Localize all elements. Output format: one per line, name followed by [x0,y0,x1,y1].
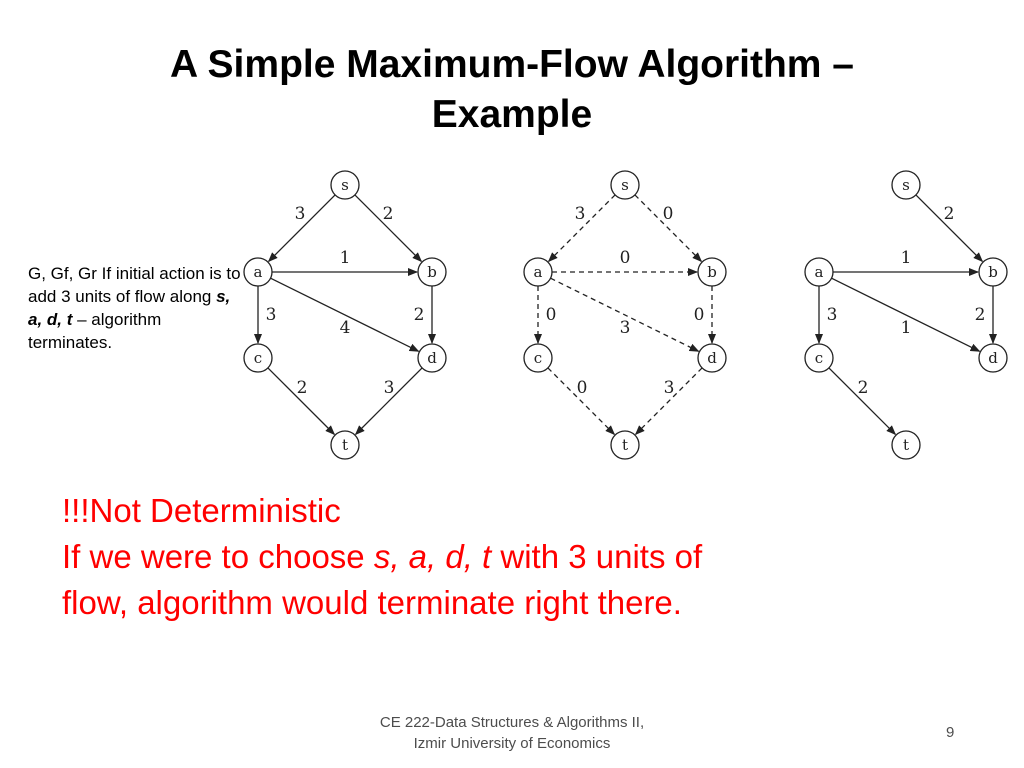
edge-label-c-t: 2 [297,378,308,398]
line-2-post: with 3 units of [491,538,703,575]
slide-title-line-2: Example [431,93,593,136]
node-d [417,343,447,373]
node-label-a: a [534,263,543,281]
edge-a-d [550,277,700,352]
node-s [610,170,640,200]
node-label-s: s [902,176,910,194]
edge-label-b-d: 2 [975,305,986,325]
node-t [330,430,360,460]
node-label-t: t [903,436,909,454]
node-b [417,257,447,287]
edge-label-a-b: 1 [340,248,351,268]
edge-label-b-d: 0 [694,305,705,325]
edge-s-b [915,194,984,263]
node-label-d: d [707,349,717,367]
node-label-d: d [988,349,998,367]
node-c [243,343,273,373]
slide-title-line-1: A Simple Maximum-Flow Algorithm – [169,43,854,86]
node-label-c: c [254,349,262,367]
edge-s-b [354,194,423,263]
edge-a-d [831,277,981,352]
node-a [243,257,273,287]
edge-label-s-b: 2 [944,204,955,224]
node-s [330,170,360,200]
slide-title: A Simple Maximum-Flow Algorithm – Exampl… [0,40,1024,140]
page-number: 9 [946,724,955,741]
edge-c-t [828,367,897,436]
node-d [978,343,1008,373]
edge-label-s-b: 0 [663,204,674,224]
nondeterminism-note: !!!Not Deterministic If we were to choos… [62,488,962,626]
footer: CE 222-Data Structures & Algorithms II, … [312,712,712,754]
node-a [804,257,834,287]
edge-label-d-t: 3 [664,378,675,398]
edge-c-t [267,367,336,436]
edge-label-s-a: 3 [575,204,586,224]
edge-s-a [267,194,336,263]
edge-label-a-c: 0 [546,305,557,325]
edge-s-b [634,194,703,263]
node-b [978,257,1008,287]
edge-label-s-a: 3 [295,204,306,224]
footer-university: Izmir University of Economics [413,735,611,752]
edge-d-t [354,367,423,436]
node-t [891,430,921,460]
node-label-s: s [621,176,629,194]
node-d [697,343,727,373]
graph-1: 3 2 1 3 4 2 2 3 s a b c d t [243,170,447,460]
edge-label-a-d: 4 [340,318,351,338]
graph-3: 2 1 3 1 2 2 s a b c d t [804,170,1008,460]
edge-label-c-t: 0 [577,378,588,398]
node-t [610,430,640,460]
nondeterminism-note-line-3: flow, algorithm would terminate right th… [62,584,682,621]
line-2-path: s, a, d, t [373,538,492,575]
edge-label-a-c: 3 [827,305,838,325]
edge-label-a-c: 3 [266,305,277,325]
node-a [523,257,553,287]
node-label-t: t [342,436,348,454]
edge-a-d [270,277,420,352]
side-note-path: s, a, d, t [28,287,231,329]
edge-label-a-b: 0 [620,248,631,268]
node-label-b: b [707,263,717,281]
nondeterminism-note-line-2: If we were to choose s, a, d, t with 3 u… [62,534,962,580]
node-label-b: b [988,263,998,281]
node-label-t: t [622,436,628,454]
node-c [523,343,553,373]
edge-label-a-b: 1 [901,248,912,268]
side-note-text-1: G, Gf, Gr If initial action is to add 3 … [28,264,241,306]
node-label-c: c [534,349,542,367]
footer-course: CE 222-Data Structures & Algorithms II, [379,714,645,731]
node-label-c: c [815,349,823,367]
edge-label-d-t: 3 [384,378,395,398]
edge-label-b-d: 2 [414,305,425,325]
edge-s-a [547,194,616,263]
edge-label-c-t: 2 [858,378,869,398]
side-note: G, Gf, Gr If initial action is to add 3 … [28,262,243,354]
node-label-s: s [341,176,349,194]
edge-d-t [634,367,703,436]
side-note-text-2: – algorithm terminates. [28,310,162,352]
node-s [891,170,921,200]
node-c [804,343,834,373]
edge-label-s-b: 2 [383,204,394,224]
line-2-pre: If we were to choose [62,538,374,575]
graph-2: 3 0 0 0 3 0 0 3 s a b c d t [523,170,727,460]
node-label-a: a [815,263,824,281]
node-b [697,257,727,287]
edge-label-a-d: 3 [620,318,631,338]
node-label-b: b [427,263,437,281]
node-label-d: d [427,349,437,367]
edge-c-t [547,367,616,436]
node-label-a: a [254,263,263,281]
nondeterminism-note-line-1: !!!Not Deterministic [62,492,341,529]
edge-label-a-d: 1 [901,318,912,338]
